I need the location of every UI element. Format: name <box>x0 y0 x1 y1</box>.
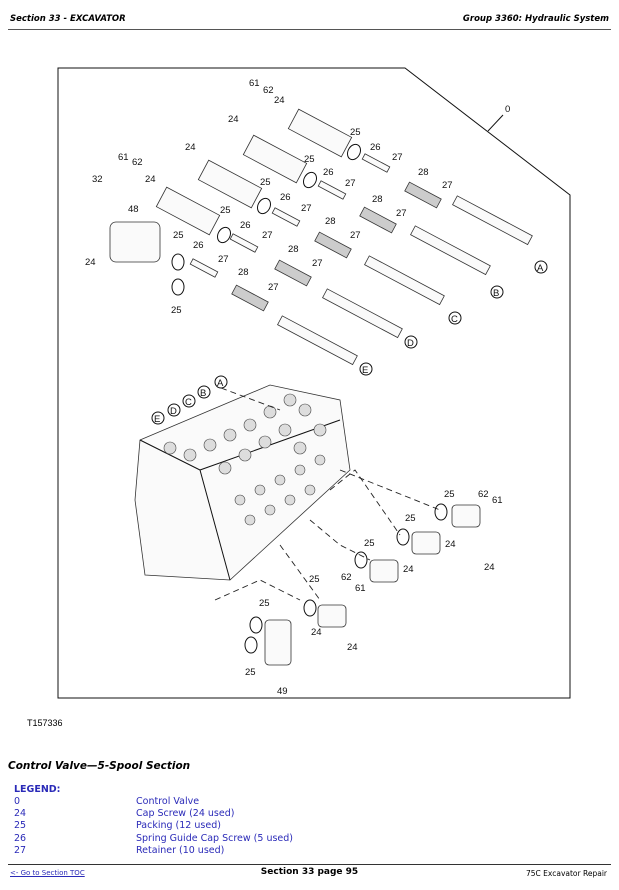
svg-text:24: 24 <box>145 174 156 185</box>
group-title: Group 3360: Hydraulic System <box>462 14 609 24</box>
svg-text:25: 25 <box>350 127 361 138</box>
page-number: Section 33 page 95 <box>260 867 359 877</box>
legend-num: 0 <box>14 796 21 807</box>
svg-text:27: 27 <box>262 230 273 241</box>
svg-text:62: 62 <box>263 85 274 96</box>
svg-text:25: 25 <box>260 177 271 188</box>
svg-text:B: B <box>200 388 206 399</box>
svg-text:26: 26 <box>370 142 381 153</box>
svg-text:26: 26 <box>240 220 251 231</box>
svg-text:25: 25 <box>304 154 315 165</box>
svg-text:24: 24 <box>185 142 196 153</box>
legend-title: LEGEND: <box>14 784 61 795</box>
svg-text:62: 62 <box>478 489 489 500</box>
marker-d: D <box>407 338 414 349</box>
svg-text:27: 27 <box>218 254 229 265</box>
spool-markers: A B C D E A B C D E <box>151 260 548 425</box>
legend-desc: Cap Screw (24 used) <box>136 808 235 820</box>
exploded-view-diagram: 0 A B C D <box>57 67 571 699</box>
legend-item: 26 Spring Guide Cap Screw (5 used) <box>14 833 293 845</box>
legend-desc: Spring Guide Cap Screw (5 used) <box>136 832 294 844</box>
svg-text:27: 27 <box>345 178 356 189</box>
legend-num: 24 <box>14 808 27 820</box>
section-title: Section 33 - EXCAVATOR <box>10 14 126 24</box>
marker-c: C <box>451 314 458 325</box>
section-toc-link[interactable]: <- Go to Section TOC <box>10 869 85 877</box>
svg-text:27: 27 <box>301 203 312 214</box>
svg-text:24: 24 <box>274 95 285 106</box>
diagram-frame <box>57 67 571 699</box>
valve-body <box>134 384 351 581</box>
legend-item: 27 Retainer (10 used) <box>14 845 293 857</box>
svg-text:62: 62 <box>132 157 143 168</box>
legend-item: 25 Packing (12 used) <box>14 820 293 832</box>
svg-text:26: 26 <box>280 192 291 203</box>
svg-text:27: 27 <box>268 282 279 293</box>
svg-text:25: 25 <box>259 598 270 609</box>
header-divider <box>8 29 611 30</box>
svg-text:28: 28 <box>372 194 383 205</box>
legend-item: 24 Cap Screw (24 used) <box>14 808 293 820</box>
footer-divider <box>8 864 611 865</box>
marker-b: B <box>493 288 499 299</box>
manual-title: 75C Excavator Repair <box>526 869 607 878</box>
spool-assemblies <box>109 108 533 366</box>
svg-text:27: 27 <box>312 258 323 269</box>
svg-text:24: 24 <box>85 257 96 268</box>
svg-text:25: 25 <box>245 667 256 678</box>
svg-text:61: 61 <box>118 152 129 163</box>
svg-text:25: 25 <box>173 230 184 241</box>
svg-text:27: 27 <box>392 152 403 163</box>
legend-desc: Retainer (10 used) <box>136 844 225 856</box>
svg-text:24: 24 <box>347 642 358 653</box>
svg-text:27: 27 <box>396 208 407 219</box>
svg-text:25: 25 <box>405 513 416 524</box>
svg-text:D: D <box>170 406 177 417</box>
figure-caption: Control Valve—5-Spool Section <box>8 760 191 772</box>
legend-num: 25 <box>14 820 27 832</box>
svg-text:25: 25 <box>309 574 320 585</box>
legend-num: 27 <box>14 844 27 856</box>
legend-num: 26 <box>14 832 27 844</box>
svg-text:27: 27 <box>442 180 453 191</box>
svg-text:A: A <box>217 378 224 389</box>
svg-text:32: 32 <box>92 174 103 185</box>
svg-text:61: 61 <box>492 495 503 506</box>
svg-text:C: C <box>185 397 192 408</box>
svg-text:48: 48 <box>128 204 139 215</box>
svg-text:E: E <box>154 414 160 425</box>
svg-text:28: 28 <box>238 267 249 278</box>
svg-text:26: 26 <box>323 167 334 178</box>
legend: LEGEND: 0 Control Valve 24 Cap Screw (24… <box>14 784 293 857</box>
svg-text:26: 26 <box>193 240 204 251</box>
svg-text:24: 24 <box>403 564 414 575</box>
svg-text:25: 25 <box>364 538 375 549</box>
marker-a: A <box>537 263 544 274</box>
svg-text:28: 28 <box>418 167 429 178</box>
marker-e: E <box>362 365 368 376</box>
svg-text:24: 24 <box>228 114 239 125</box>
svg-text:24: 24 <box>311 627 322 638</box>
svg-text:27: 27 <box>350 230 361 241</box>
svg-text:62: 62 <box>341 572 352 583</box>
svg-text:25: 25 <box>444 489 455 500</box>
svg-text:24: 24 <box>484 562 495 573</box>
callout-0: 0 <box>505 104 510 115</box>
svg-text:61: 61 <box>249 78 260 89</box>
svg-text:25: 25 <box>220 205 231 216</box>
svg-text:25: 25 <box>171 305 182 316</box>
figure-id: T157336 <box>27 718 63 728</box>
svg-text:24: 24 <box>445 539 456 550</box>
svg-text:49: 49 <box>277 686 288 697</box>
legend-desc: Control Valve <box>136 796 200 807</box>
svg-text:61: 61 <box>355 583 366 594</box>
svg-text:28: 28 <box>288 244 299 255</box>
legend-item: 0 Control Valve <box>14 796 293 808</box>
legend-desc: Packing (12 used) <box>136 820 221 832</box>
svg-text:28: 28 <box>325 216 336 227</box>
end-covers <box>244 503 481 666</box>
